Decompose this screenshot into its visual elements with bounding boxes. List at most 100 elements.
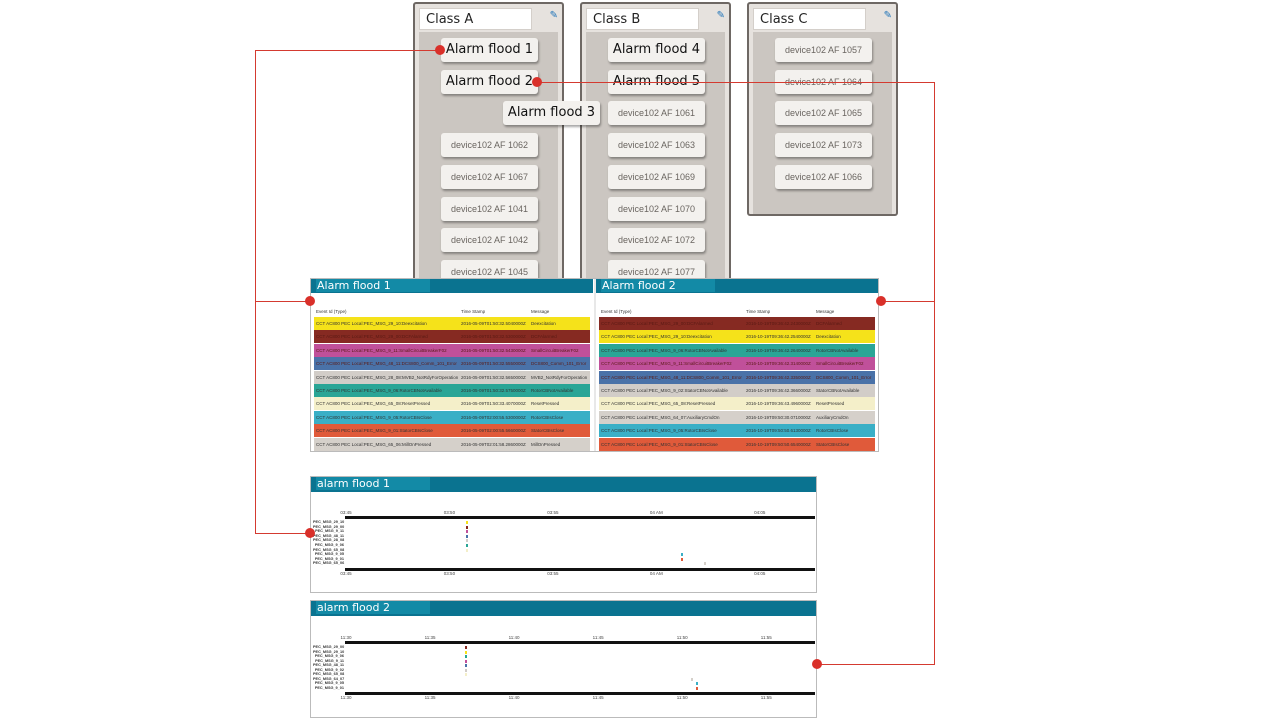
- row-label: PEC_MSG_29_10: [313, 649, 345, 654]
- table-row[interactable]: CCT AC800 PEC Local:PEC_MSG_29_10:Deexci…: [314, 317, 590, 330]
- column-header[interactable]: Time Stamp: [461, 309, 486, 314]
- event-mark[interactable]: [465, 534, 468, 538]
- cell-ts: 2016-05-09T01:50:32.5650000Z: [461, 374, 526, 380]
- event-mark[interactable]: [465, 521, 468, 524]
- column-header[interactable]: Event Id (Type): [316, 309, 347, 314]
- event-mark[interactable]: [703, 562, 706, 566]
- class-title[interactable]: Class B: [586, 8, 699, 30]
- row-label: PEC_MSG_9_01: [314, 556, 344, 561]
- cell-ts: 2016-05-09T01:50:32.5040000Z: [461, 321, 526, 326]
- class-title[interactable]: Class A: [419, 8, 532, 30]
- alarm-flood-item[interactable]: device102 AF 1061: [608, 101, 705, 126]
- cell-id: CCT AC800 PEC Local:PEC_MSG_29_10:Deexci…: [601, 334, 712, 340]
- table-row[interactable]: CCT AC800 PEC Local:PEC_MSG_64_07:Auxili…: [599, 410, 875, 424]
- table-row[interactable]: CCT AC800 PEC Local:PEC_MSG_65_08:ResetP…: [314, 397, 590, 411]
- connector-handle[interactable]: [435, 45, 445, 55]
- event-mark[interactable]: [465, 548, 468, 552]
- event-mark[interactable]: [465, 673, 468, 676]
- connector-handle[interactable]: [812, 659, 822, 669]
- alarm-flood-item[interactable]: Alarm flood 5: [608, 69, 705, 94]
- alarm-flood-item[interactable]: device102 AF 1062: [441, 133, 538, 158]
- table-row[interactable]: CCT AC800 PEC Local:PEC_MSG_9_01:StatorC…: [314, 424, 590, 438]
- event-mark[interactable]: [690, 677, 693, 681]
- alarm-flood-item[interactable]: device102 AF 1072: [608, 228, 705, 253]
- row-label: PEC_MSG_9_06: [314, 543, 344, 547]
- alarm-flood-item[interactable]: device102 AF 1069: [608, 164, 705, 189]
- alarm-flood-item[interactable]: device102 AF 1065: [775, 101, 872, 126]
- table-row[interactable]: CCT AC800 PEC Local:PEC_MSG_9_01:StatorC…: [599, 437, 875, 451]
- table-row[interactable]: CCT AC800 PEC Local:PEC_MSG_65_08:ResetP…: [599, 397, 875, 411]
- alarm-flood-item[interactable]: device102 AF 1067: [441, 164, 538, 189]
- connector-handle[interactable]: [305, 528, 315, 538]
- table-row[interactable]: CCT AC800 PEC Local:PEC_MSG_9_05:RotorCB…: [599, 424, 875, 438]
- connector-handle[interactable]: [532, 77, 542, 87]
- event-mark[interactable]: [696, 686, 699, 690]
- cell-msg: SmallCircuitBreakerF02: [531, 347, 579, 353]
- table-row[interactable]: CCT AC800 PEC Local:PEC_MSG_48_11:DCS800…: [314, 357, 590, 371]
- alarm-flood-item[interactable]: device102 AF 1063: [608, 133, 705, 158]
- table-row[interactable]: CCT AC800 PEC Local:PEC_MSG_9_11:SmallCi…: [314, 343, 590, 357]
- event-mark[interactable]: [465, 659, 468, 663]
- alarm-flood-item[interactable]: Alarm flood 2: [441, 69, 538, 94]
- cell-ts: 2016-10-19T09:36:42.3140000Z: [746, 361, 811, 367]
- alarm-flood-item[interactable]: Alarm flood 3: [503, 101, 600, 126]
- edit-icon[interactable]: ✎: [549, 10, 558, 21]
- event-mark[interactable]: [465, 539, 468, 543]
- alarm-flood-item[interactable]: device102 AF 1042: [441, 228, 538, 253]
- event-mark[interactable]: [681, 557, 684, 561]
- event-mark[interactable]: [465, 650, 468, 654]
- table-row[interactable]: CCT AC800 PEC Local:PEC_MSG_29_00:DCFAla…: [314, 330, 590, 344]
- table-divider: [594, 279, 596, 451]
- table-row[interactable]: CCT AC800 PEC Local:PEC_MSG_9_05:RotorCB…: [314, 410, 590, 424]
- table-header-bar: Alarm flood 1: [311, 279, 593, 293]
- alarm-flood-item[interactable]: Alarm flood 4: [608, 38, 705, 62]
- connector-handle[interactable]: [305, 296, 315, 306]
- table-row[interactable]: CCT AC800 PEC Local:PEC_MSG_65_06:MillOn…: [314, 437, 590, 451]
- table-row[interactable]: CCT AC800 PEC Local:PEC_MSG_29_10:Deexci…: [599, 330, 875, 344]
- alarm-flood-item[interactable]: device102 AF 1066: [775, 164, 872, 189]
- event-mark[interactable]: [465, 530, 468, 534]
- event-mark[interactable]: [465, 525, 468, 529]
- alarm-flood-item[interactable]: device102 AF 1070: [608, 196, 705, 221]
- time-axis: [345, 516, 815, 519]
- connector-wire: [255, 301, 310, 302]
- event-mark[interactable]: [681, 553, 684, 557]
- event-mark[interactable]: [465, 646, 468, 649]
- class-title[interactable]: Class C: [753, 8, 866, 30]
- alarm-flood-item[interactable]: device102 AF 1041: [441, 196, 538, 221]
- table-row[interactable]: CCT AC800 PEC Local:PEC_MSG_29_00:DCFAla…: [599, 317, 875, 330]
- event-mark[interactable]: [465, 544, 468, 547]
- event-mark[interactable]: [465, 664, 468, 667]
- row-label: PEC_MSG_9_05: [314, 681, 344, 685]
- event-mark[interactable]: [465, 655, 468, 658]
- event-mark[interactable]: [465, 668, 468, 672]
- column-header[interactable]: Time Stamp: [746, 309, 771, 314]
- table-row[interactable]: CCT AC800 PEC Local:PEC_MSG_9_11:SmallCi…: [599, 357, 875, 371]
- column-header[interactable]: Message: [531, 309, 550, 314]
- connector-handle[interactable]: [876, 296, 886, 306]
- tick-label: 11:30: [340, 695, 352, 700]
- event-mark[interactable]: [696, 682, 699, 685]
- alarm-flood-item[interactable]: device102 AF 1057: [775, 38, 872, 62]
- column-header[interactable]: Message: [816, 309, 835, 314]
- edit-icon[interactable]: ✎: [883, 10, 892, 21]
- row-label: PEC_MSG_29_10: [313, 520, 345, 524]
- cell-msg: RotorCBIsClose: [816, 428, 849, 434]
- table-row[interactable]: CCT AC800 PEC Local:PEC_MSG_9_02:StatorC…: [599, 384, 875, 397]
- cell-msg: AuxiliaryCmdOn: [816, 414, 849, 420]
- alarm-flood-item[interactable]: device102 AF 1073: [775, 133, 872, 158]
- column-header[interactable]: Event Id (Type): [601, 309, 632, 314]
- class-items-area: Alarm flood 4 Alarm flood 5 device102 AF 1…: [586, 32, 725, 298]
- cell-id: CCT AC800 PEC Local:PEC_MSG_9_11:SmallCi…: [601, 361, 732, 367]
- table-row[interactable]: CCT AC800 PEC Local:PEC_MSG_9_06:RotorCB…: [314, 384, 590, 397]
- row-label: PEC_MSG_9_01: [314, 685, 344, 690]
- table-row[interactable]: CCT AC800 PEC Local:PEC_MSG_48_11:DCS800…: [599, 370, 875, 384]
- table-row[interactable]: CCT AC800 PEC Local:PEC_MSG_9_06:RotorCB…: [599, 343, 875, 357]
- table-row[interactable]: CCT AC800 PEC Local:PEC_MSG_28_08:MVB2_N…: [314, 370, 590, 384]
- alarm-flood-item[interactable]: device102 AF 1064: [775, 69, 872, 94]
- alarm-flood-item[interactable]: Alarm flood 1: [441, 38, 538, 62]
- time-axis: [345, 568, 815, 571]
- cell-id: CCT AC800 PEC Local:PEC_MSG_9_11:SmallCi…: [316, 347, 447, 353]
- edit-icon[interactable]: ✎: [716, 10, 725, 21]
